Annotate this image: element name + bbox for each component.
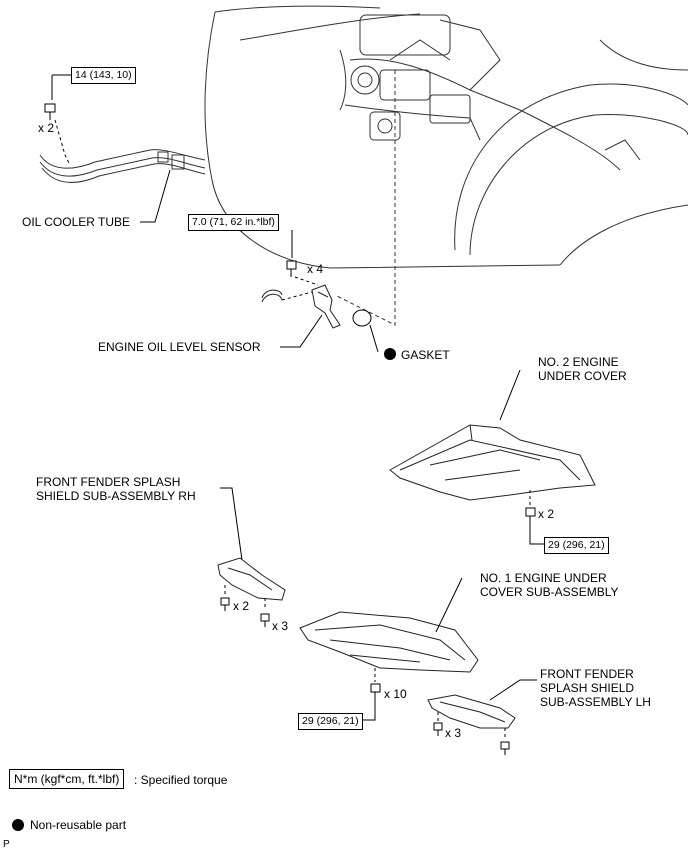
oil-cooler-tube-label: OIL COOLER TUBE: [22, 215, 131, 229]
legend-torque-unit: N*m (kgf*cm, ft.*lbf): [9, 769, 125, 789]
engine-oil-level-sensor-label: ENGINE OIL LEVEL SENSOR: [98, 340, 261, 354]
no2-under-cover-part: [389, 424, 596, 501]
no1-cover-bolt-qty: x 10: [384, 687, 407, 701]
legend-torque-text: : Specified torque: [134, 773, 228, 787]
oil-cooler-bolt: [44, 103, 56, 120]
front-fender-lh-label: FRONT FENDER SPLASH SHIELD SUB-ASSEMBLY …: [540, 667, 651, 709]
fender-lh-part: [427, 694, 516, 729]
fender-rh-bolt-qty-b: x 3: [272, 619, 289, 633]
no1-under-cover-part: [299, 611, 479, 673]
non-reusable-dot-icon: [384, 348, 396, 360]
no1-cover-bolt: [370, 683, 381, 700]
corner-mark: P: [3, 839, 10, 850]
no2-cover-bolt-qty: x 2: [538, 507, 555, 521]
sensor-torque: 7.0 (71, 62 in.*lbf): [188, 214, 279, 231]
gasket-part: [352, 309, 372, 327]
engine-components: [350, 14, 501, 141]
no2-cover-torque: 29 (296, 21): [544, 537, 609, 554]
sensor-bolt: [286, 260, 297, 277]
oil-cooler-tube-part: [39, 149, 206, 183]
front-fender-rh-label: FRONT FENDER SPLASH SHIELD SUB-ASSEMBLY …: [36, 475, 196, 503]
fender-rh-bolt-qty-a: x 2: [233, 599, 250, 613]
legend-nonreusable-text: Non-reusable part: [30, 818, 127, 832]
sensor-bolt-qty: x 4: [307, 262, 324, 276]
fender-lh-bolts: [433, 722, 510, 755]
fender-rh-bolts: [220, 597, 270, 627]
oil-cooler-bolt-qty: x 2: [38, 121, 55, 135]
no2-cover-bolt: [525, 507, 536, 524]
no2-engine-under-cover-label: NO. 2 ENGINE UNDER COVER: [538, 355, 627, 383]
vehicle-body-outline: [204, 5, 688, 269]
no1-engine-under-cover-label: NO. 1 ENGINE UNDER COVER SUB-ASSEMBLY: [480, 571, 619, 599]
engine-oil-level-sensor-part: [261, 284, 341, 329]
fender-rh-part: [217, 557, 286, 601]
oil-cooler-torque: 14 (143, 10): [71, 67, 136, 84]
no1-cover-torque: 29 (296, 21): [298, 713, 363, 730]
gasket-label: GASKET: [401, 348, 450, 362]
fender-lh-bolt-qty: x 3: [445, 726, 462, 740]
legend-dot-icon: [12, 819, 24, 831]
